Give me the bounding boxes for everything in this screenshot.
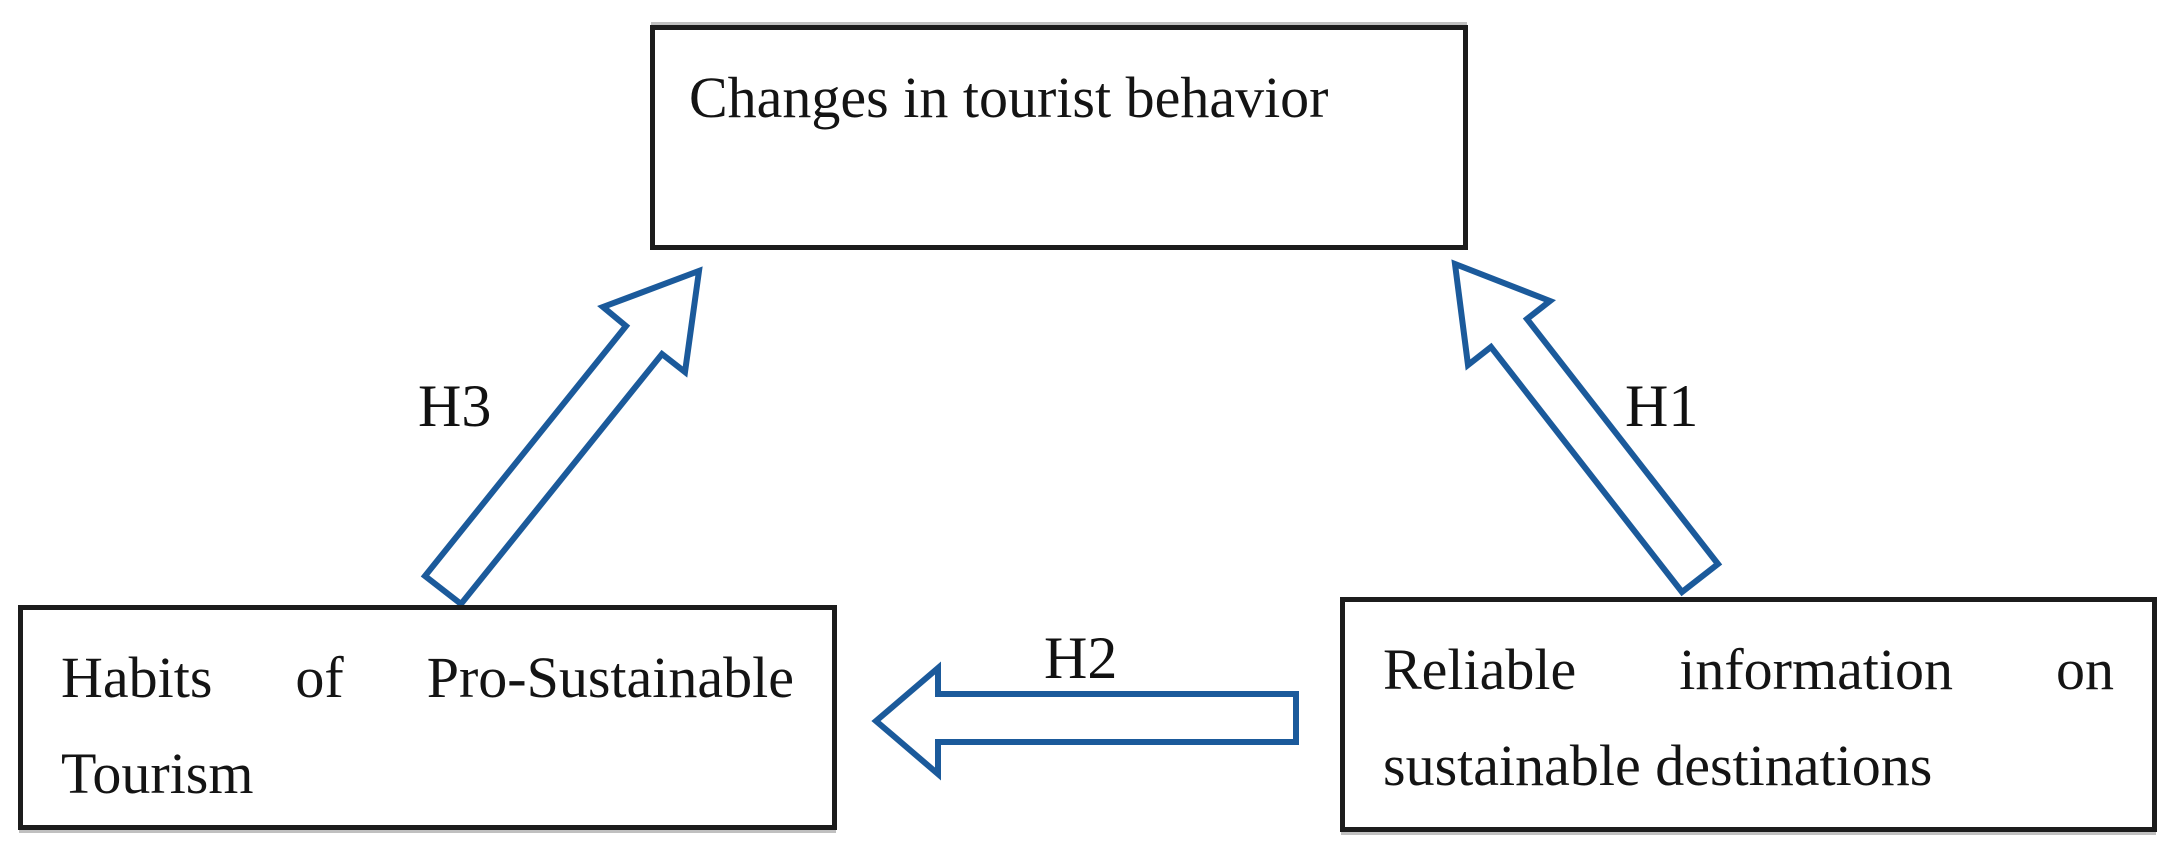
- node-reliable-information-on-sustainable-destinations: Reliable information on sustainable dest…: [1340, 597, 2157, 832]
- edge-label-h2: H2: [1044, 625, 1118, 691]
- node-label: Reliable information on sustainable dest…: [1383, 637, 2114, 798]
- node-habits-of-pro-sustainable-tourism: Habits of Pro-Sustainable Tourism: [18, 605, 837, 830]
- edge-label-h3: H3: [418, 373, 492, 439]
- edge-label-h1: H1: [1625, 373, 1699, 439]
- node-label: Changes in tourist behavior: [689, 65, 1329, 130]
- node-changes-in-tourist-behavior: Changes in tourist behavior: [650, 25, 1468, 250]
- node-label: Habits of Pro-Sustainable Tourism: [61, 645, 794, 806]
